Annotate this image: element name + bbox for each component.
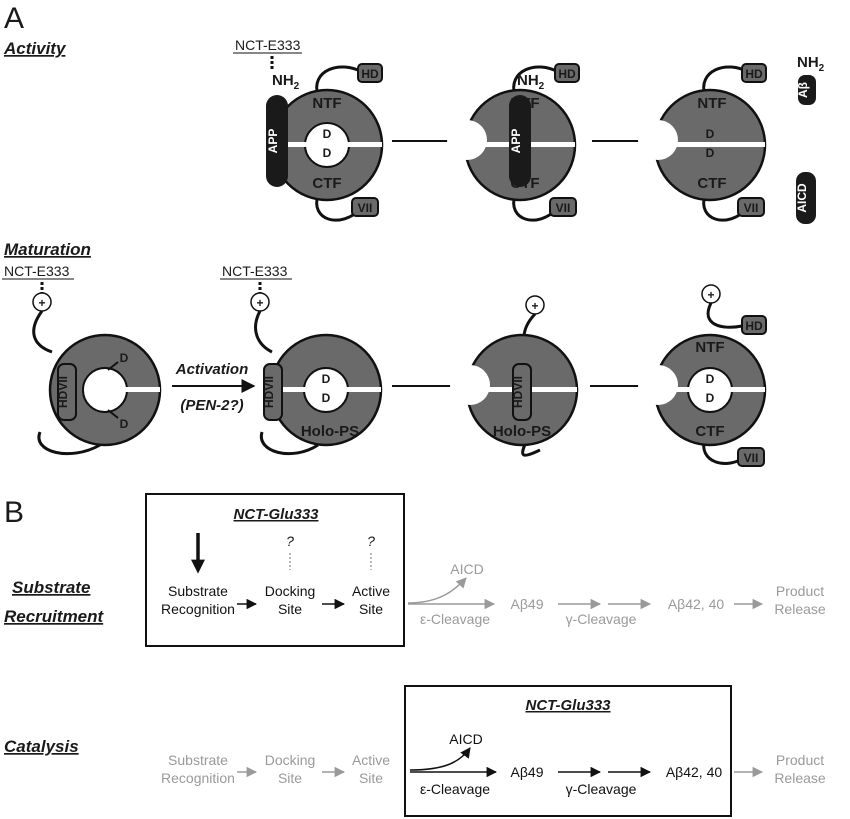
docking-site-line2: Site (278, 601, 302, 617)
activity-heading: Activity (3, 39, 67, 58)
nh2-label: NH2 (272, 72, 300, 92)
plus-icon: + (256, 296, 263, 310)
activation-label: Activation (175, 361, 249, 378)
ntf-label: NTF (312, 95, 341, 112)
maturation-complex-3: + Holo-PS HDVII (450, 295, 579, 457)
ab4240: Aβ42, 40 (666, 764, 723, 780)
pen2-label: (PEN-2?) (180, 397, 243, 414)
product-release-line2: Release (774, 770, 826, 786)
app-substrate (509, 95, 531, 187)
ntf-label: NTF (695, 339, 724, 356)
app-substrate (266, 95, 288, 187)
ab49: Aβ49 (511, 764, 544, 780)
d-label: D (120, 351, 129, 365)
docking-site-line2: Site (278, 770, 302, 786)
d-label: D (706, 146, 715, 160)
nct-glu333-box-1 (145, 493, 405, 647)
hdvii-label: HDVII (511, 376, 525, 408)
aicd-label: AICD (449, 731, 482, 747)
question-mark: ? (286, 533, 294, 549)
hd-label: HD (745, 319, 763, 333)
aicd-label: AICD (795, 183, 809, 213)
gamma-cleavage: γ-Cleavage (566, 781, 637, 797)
nct-label: NCT-E333 (235, 37, 301, 53)
nct-label: NCT-E333 (222, 263, 288, 279)
active-site: Active (352, 752, 390, 768)
hdvii-label: HDVII (56, 376, 70, 408)
ab49: Aβ49 (511, 596, 544, 612)
vii-label: VII (556, 201, 571, 215)
ctf-label: CTF (695, 423, 724, 440)
eps-cleavage: ε-Cleavage (420, 611, 490, 627)
box-title: NCT-Glu333 (525, 697, 611, 714)
product-release: Product (776, 583, 824, 599)
d-label: D (322, 372, 331, 386)
abeta-label: Aβ (796, 82, 810, 98)
activity-complex-3: NTF CTF D D HD VII (638, 63, 767, 222)
vii-label: VII (744, 451, 759, 465)
box-title: NCT-Glu333 (233, 506, 319, 523)
ctf-label: CTF (697, 175, 726, 192)
maturation-complex-4: + NTF CTF D D HD VII (638, 284, 767, 467)
d-label: D (323, 146, 332, 160)
plus-icon: + (531, 299, 538, 313)
d-label: D (322, 391, 331, 405)
activity-complex-2: NTF CTF HD VII APP NH2 (447, 63, 580, 222)
substrate-recognition-line2: Recognition (161, 601, 235, 617)
nh2-label: NH2 (797, 54, 825, 74)
nct-label: NCT-E333 (4, 263, 70, 279)
docking-site: Docking (265, 752, 316, 768)
panel-a-letter: A (4, 2, 24, 35)
ctf-label: CTF (312, 175, 341, 192)
app-label: APP (266, 129, 280, 154)
plus-icon: + (38, 296, 45, 310)
substrate-recognition-line2: Recognition (161, 770, 235, 786)
vii-label: VII (358, 201, 373, 215)
maturation-complex-1: NCT-E333 + D D HDVII (2, 263, 162, 456)
active-site: Active (352, 583, 390, 599)
aicd-branch-arrow (409, 747, 471, 771)
question-mark: ? (367, 533, 375, 549)
panel-b-letter: B (4, 496, 24, 529)
substrate-recognition: Substrate (168, 752, 228, 768)
d-label: D (706, 127, 715, 141)
hdvii-label: HDVII (262, 376, 276, 408)
d-label: D (120, 417, 129, 431)
product-release: Product (776, 752, 824, 768)
maturation-complex-2: NCT-E333 + D D Holo-PS HDVII (220, 263, 383, 456)
aicd-product: AICD (795, 172, 816, 224)
plus-icon: + (707, 288, 714, 302)
hd-label: HD (558, 67, 576, 81)
gamma-cleavage: γ-Cleavage (566, 611, 637, 627)
d-label: D (706, 372, 715, 386)
d-label: D (706, 391, 715, 405)
abeta-product: NH2 Aβ (796, 54, 825, 105)
substrate-recruitment-heading: Substrate (12, 578, 90, 597)
active-site-line2: Site (359, 601, 383, 617)
aicd-label: AICD (450, 561, 483, 577)
substrate-recognition: Substrate (168, 583, 228, 599)
nct-glu333-box-2 (404, 685, 732, 817)
ab4240: Aβ42, 40 (668, 596, 725, 612)
ntf-label: NTF (697, 95, 726, 112)
holo-ps-label: Holo-PS (493, 423, 551, 440)
activity-complex-1: NTF CTF D D HD VII APP NCT-E333 NH2 (233, 37, 384, 222)
d-label: D (323, 127, 332, 141)
aicd-branch-arrow (407, 577, 467, 604)
app-label: APP (509, 129, 523, 154)
catalysis-heading: Catalysis (4, 737, 79, 756)
holo-ps-label: Holo-PS (301, 423, 359, 440)
substrate-recruitment-heading-line2: Recruitment (4, 607, 105, 626)
hd-label: HD (361, 67, 379, 81)
hd-label: HD (745, 67, 763, 81)
nh2-label: NH2 (517, 72, 545, 92)
eps-cleavage: ε-Cleavage (420, 781, 490, 797)
docking-site: Docking (265, 583, 316, 599)
product-release-line2: Release (774, 601, 826, 617)
active-site-line2: Site (359, 770, 383, 786)
vii-label: VII (744, 201, 759, 215)
maturation-heading: Maturation (4, 240, 91, 259)
